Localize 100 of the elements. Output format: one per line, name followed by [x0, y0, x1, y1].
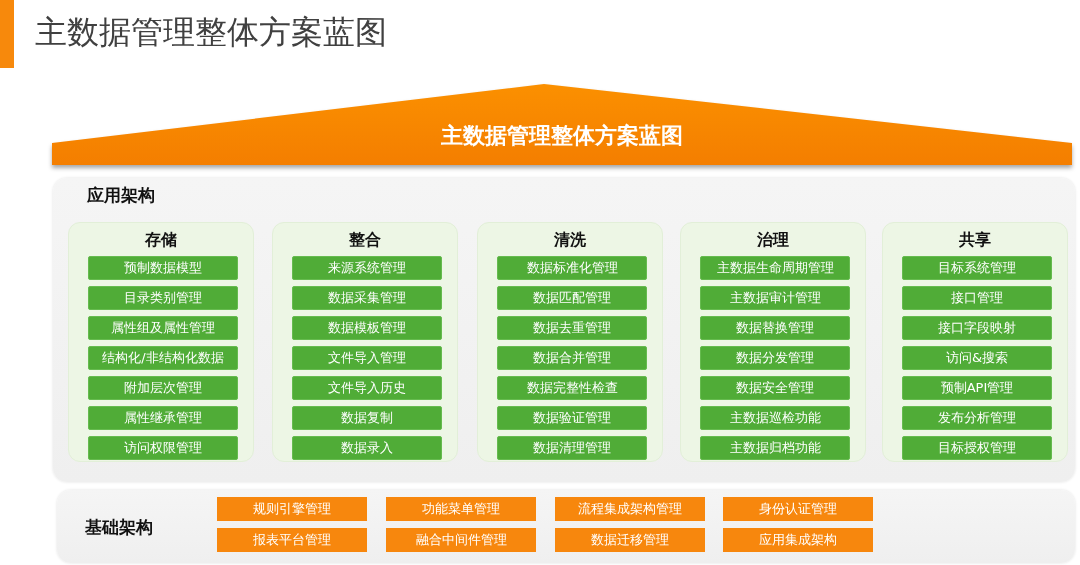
layer-panel [57, 490, 1075, 563]
function-box [497, 346, 647, 370]
category-panel [882, 222, 1068, 462]
function-label: 数据清理管理 [533, 440, 611, 456]
function-box [902, 286, 1052, 310]
function-box [217, 528, 367, 552]
function-box [902, 406, 1052, 430]
category-heading: 存储 [145, 230, 177, 249]
banner-title: 主数据管理整体方案蓝图 [441, 123, 683, 148]
function-box [292, 376, 442, 400]
function-label: 属性继承管理 [124, 410, 202, 426]
category-heading: 清洗 [554, 230, 586, 249]
function-label: 预制API管理 [940, 380, 1014, 396]
function-label: 数据完整性检查 [526, 380, 618, 396]
function-box [700, 406, 850, 430]
function-box [555, 497, 705, 521]
function-label: 文件导入管理 [328, 350, 406, 366]
function-box [902, 346, 1052, 370]
function-label: 数据模板管理 [328, 320, 406, 336]
function-label: 目标系统管理 [938, 260, 1016, 276]
function-box [292, 346, 442, 370]
function-label: 附加层次管理 [124, 380, 202, 396]
function-box [555, 528, 705, 552]
function-label: 文件导入历史 [328, 380, 406, 396]
function-box [88, 316, 238, 340]
function-label: 报表平台管理 [253, 532, 331, 548]
layer-panel [53, 178, 1075, 482]
function-box [700, 376, 850, 400]
function-label: 数据合并管理 [533, 350, 611, 366]
function-label: 主数据生命周期管理 [716, 260, 834, 276]
function-label: 属性组及属性管理 [111, 320, 215, 336]
function-box [902, 316, 1052, 340]
function-box [386, 497, 536, 521]
function-box [723, 497, 873, 521]
function-box [497, 286, 647, 310]
category-heading: 共享 [959, 230, 991, 249]
function-box [497, 316, 647, 340]
function-box [700, 346, 850, 370]
category-panel [68, 222, 254, 462]
roof-banner [52, 84, 1072, 165]
function-label: 主数据巡检功能 [729, 410, 821, 426]
function-box [497, 376, 647, 400]
layer-heading: 应用架构 [87, 184, 155, 206]
function-label: 身份认证管理 [759, 501, 837, 517]
function-box [292, 406, 442, 430]
function-label: 数据分发管理 [736, 350, 814, 366]
function-box [88, 406, 238, 430]
function-label: 应用集成架构 [759, 532, 837, 548]
function-label: 数据复制 [341, 410, 393, 426]
function-label: 目录类别管理 [124, 290, 202, 306]
function-label: 数据标准化管理 [526, 260, 618, 276]
function-label: 数据录入 [341, 440, 393, 456]
function-label: 融合中间件管理 [415, 532, 507, 548]
function-box [723, 528, 873, 552]
function-label: 访问&搜索 [945, 350, 1009, 366]
function-label: 数据验证管理 [533, 410, 611, 426]
function-label: 数据匹配管理 [533, 290, 611, 306]
function-label: 规则引擎管理 [253, 501, 331, 517]
function-label: 主数据审计管理 [729, 290, 821, 306]
function-box [292, 436, 442, 460]
category-panel [272, 222, 458, 462]
function-label: 目标授权管理 [938, 440, 1016, 456]
function-box [700, 286, 850, 310]
function-box [497, 406, 647, 430]
function-label: 流程集成架构管理 [578, 501, 682, 517]
function-box [88, 376, 238, 400]
function-box [88, 286, 238, 310]
function-label: 发布分析管理 [938, 410, 1016, 426]
function-label: 主数据归档功能 [729, 440, 821, 456]
page-title: 主数据管理整体方案蓝图 [35, 12, 387, 53]
function-box [88, 346, 238, 370]
function-box [497, 256, 647, 280]
function-label: 数据替换管理 [736, 320, 814, 336]
function-box [902, 376, 1052, 400]
function-box [902, 256, 1052, 280]
category-heading: 治理 [757, 230, 789, 249]
function-box [700, 436, 850, 460]
layer-heading: 基础架构 [85, 515, 153, 538]
function-box [217, 497, 367, 521]
function-box [88, 256, 238, 280]
function-box [292, 256, 442, 280]
category-panel [680, 222, 866, 462]
function-box [700, 256, 850, 280]
function-box [292, 286, 442, 310]
function-label: 结构化/非结构化数据 [102, 350, 224, 366]
function-label: 数据去重管理 [533, 320, 611, 336]
function-label: 接口字段映射 [938, 320, 1016, 336]
function-label: 访问权限管理 [124, 440, 202, 456]
function-box [497, 436, 647, 460]
function-box [902, 436, 1052, 460]
category-panel [477, 222, 663, 462]
function-box [700, 316, 850, 340]
function-label: 接口管理 [951, 290, 1003, 306]
function-label: 数据采集管理 [328, 290, 406, 306]
category-heading: 整合 [349, 230, 381, 249]
function-label: 功能菜单管理 [422, 501, 500, 517]
function-label: 数据安全管理 [736, 380, 814, 396]
function-label: 来源系统管理 [328, 260, 406, 276]
function-box [386, 528, 536, 552]
function-box [292, 316, 442, 340]
